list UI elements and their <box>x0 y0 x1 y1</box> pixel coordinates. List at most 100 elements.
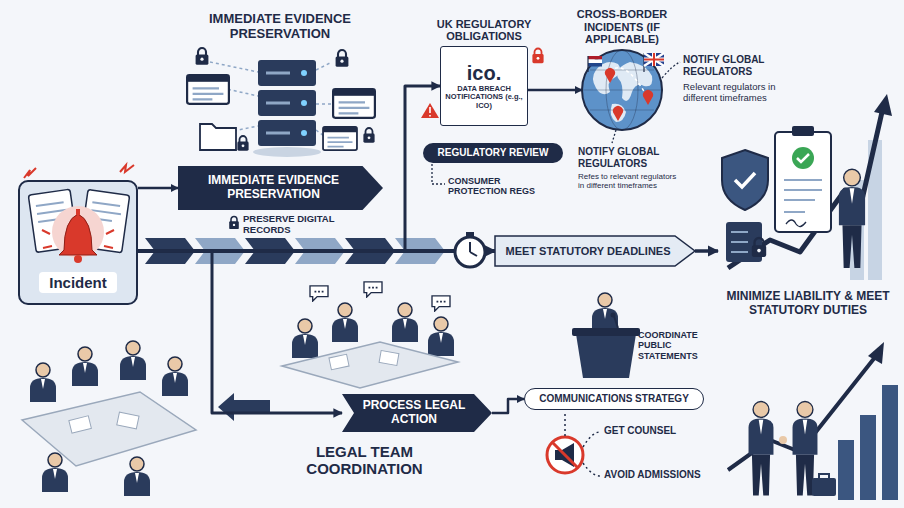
communications-pill: COMMUNICATIONS STRATEGY <box>524 388 704 410</box>
globe-illustration <box>662 62 680 78</box>
evidence-banner: IMMEDIATE EVIDENCE PRESERVATION <box>178 166 383 210</box>
legal-meeting-illustration <box>332 303 358 342</box>
incident-illustration <box>24 168 36 178</box>
compliance-illustration <box>752 238 766 257</box>
team-meeting-illustration <box>120 341 146 380</box>
ico-decoration <box>532 49 543 64</box>
incident-illustration <box>76 209 80 215</box>
incident-illustration <box>52 206 104 258</box>
globe-illustration <box>582 70 662 110</box>
compliance-illustration <box>874 94 892 116</box>
incident-illustration <box>18 180 138 305</box>
no-megaphone-icon <box>565 414 600 476</box>
note-label: COORDINATE PUBLIC STATEMENTS <box>638 330 718 361</box>
incident-illustration <box>42 230 114 248</box>
node-text: REGULATORY REVIEW <box>438 147 549 159</box>
flow-arrow <box>528 89 582 92</box>
team-meeting-illustration <box>22 341 196 496</box>
node-text: MINIMIZE LIABILITY & MEET STATUTORY DUTI… <box>718 290 898 318</box>
podium-illustration <box>592 293 618 332</box>
legal-meeting-illustration <box>292 319 318 358</box>
team-meeting-illustration <box>22 392 196 466</box>
compliance-illustration <box>731 232 748 252</box>
globe-node: CROSS-BORDER INCIDENTS (IF APPLICABLE) <box>582 50 662 130</box>
node-text: IMMEDIATE EVIDENCE PRESERVATION <box>188 174 359 202</box>
compliance-illustration <box>775 132 831 232</box>
growth-illustration <box>749 402 774 496</box>
podium-illustration <box>611 313 616 318</box>
no-megaphone-icon <box>547 437 583 473</box>
evidence-illustration <box>229 217 239 230</box>
review-pill: REGULATORY REVIEW <box>423 143 563 163</box>
no-megaphone-icon <box>547 414 600 476</box>
growth-illustration <box>819 474 829 478</box>
note-label: GET COUNSEL <box>604 425 704 437</box>
node-text: MEET STATUTORY DEADLINES <box>505 245 670 258</box>
evidence-illustration <box>301 130 307 136</box>
incident-illustration <box>59 214 97 255</box>
evidence-illustration <box>301 70 307 76</box>
compliance-illustration <box>797 154 809 162</box>
outcome-node: MINIMIZE LIABILITY & MEET STATUTORY DUTI… <box>718 85 898 320</box>
globe-illustration <box>612 130 616 143</box>
growth-illustration <box>838 440 854 500</box>
evidence-illustration <box>200 124 236 150</box>
compliance-illustration <box>784 180 822 212</box>
team-meeting-illustration <box>117 412 139 429</box>
node-text: Incident <box>39 272 117 293</box>
incident-box: Incident <box>18 180 138 305</box>
evidence-illustration <box>301 100 307 106</box>
evidence-illustration <box>363 128 374 143</box>
legal-meeting-illustration <box>428 317 454 356</box>
note-label: LEGAL TEAM COORDINATION <box>272 443 457 478</box>
legal-meeting-illustration <box>310 286 328 301</box>
node-text: ico. <box>467 62 501 85</box>
flow-arrow <box>695 249 718 253</box>
legal-action-banner: PROCESS LEGAL ACTION <box>342 394 492 432</box>
timer-icon <box>455 237 485 267</box>
globe-illustration <box>588 56 602 60</box>
incident-illustration <box>120 165 134 172</box>
legal-meeting-illustration <box>379 351 399 366</box>
evidence-illustration <box>237 136 248 151</box>
legal-meeting-illustration <box>218 393 270 421</box>
ico-decoration <box>429 107 431 117</box>
globe-illustration <box>644 53 664 66</box>
globe-illustration <box>611 104 626 122</box>
evidence-illustration <box>333 89 375 118</box>
globe-illustration <box>644 53 664 66</box>
node-text: CROSS-BORDER INCIDENTS (IF APPLICABLE) <box>552 8 692 46</box>
legal-action-banner-outline <box>342 394 492 432</box>
compliance-illustration <box>839 169 865 268</box>
legal-meeting-illustration <box>392 303 418 342</box>
globe-illustration <box>644 53 664 66</box>
evidence-banner-outline <box>178 166 383 210</box>
growth-illustration <box>812 478 836 496</box>
ico-decoration <box>421 103 439 118</box>
node-text: UK REGULATORY OBLIGATIONS <box>419 18 549 43</box>
note-label: Refes to relevant regulators in differen… <box>578 172 678 190</box>
podium-illustration <box>572 293 640 378</box>
podium-illustration <box>614 316 618 328</box>
globe-illustration <box>588 63 602 67</box>
legal-meeting-illustration <box>329 354 349 369</box>
ico-decoration <box>432 164 445 184</box>
globe-illustration <box>588 60 602 64</box>
growth-illustration <box>882 385 898 500</box>
compliance-illustration <box>722 94 892 280</box>
team-meeting-illustration <box>69 416 92 433</box>
note-label: NOTIFY GLOBAL REGULATORS <box>683 54 778 77</box>
globe-illustration <box>613 106 623 121</box>
globe-illustration <box>643 90 653 105</box>
legal-meeting-illustration <box>432 296 450 311</box>
incident-illustration <box>74 255 82 263</box>
deadline-banner-outline <box>495 236 695 266</box>
globe-illustration <box>582 50 680 143</box>
compliance-illustration <box>735 173 755 187</box>
compliance-illustration <box>722 150 768 210</box>
note-label: IMMEDIATE EVIDENCE PRESERVATION <box>195 12 365 42</box>
team-meeting-illustration <box>124 457 150 496</box>
flow-arrow <box>138 251 342 413</box>
flow-arrow <box>138 187 178 190</box>
